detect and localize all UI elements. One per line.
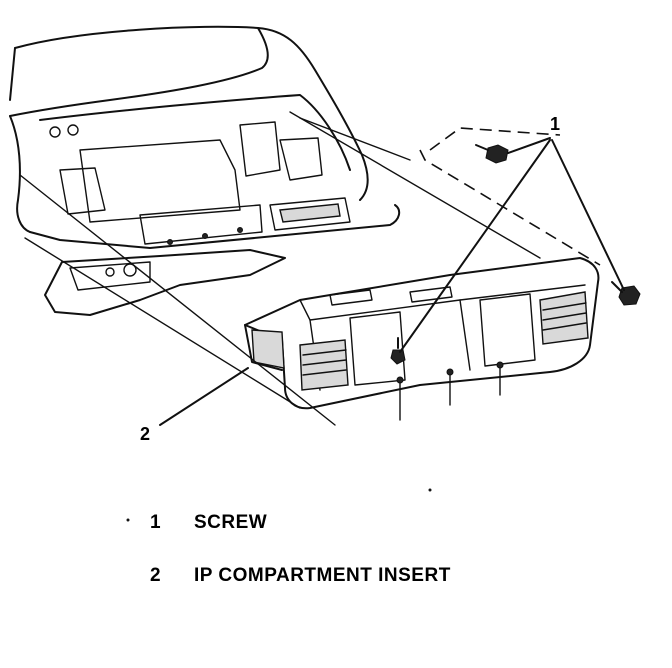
legend-label: IP COMPARTMENT INSERT [194,565,451,586]
callout-2-leader [159,367,249,426]
assembly-guide-lines [19,111,601,426]
ip-compartment-insert [244,257,600,421]
legend-item-ip-compartment-insert: 2 IP COMPARTMENT INSERT [150,565,451,587]
lower-console [44,249,286,316]
instrument-panel [9,25,401,249]
callout-1-leaders [399,137,625,353]
callout-2-label: 2 [140,424,151,444]
callout-1-label: 1 [550,114,561,134]
screw-center [390,337,406,365]
legend-number: 2 [150,565,162,586]
legend-item-screw: 1 SCREW [150,512,267,534]
screw-top [475,144,509,164]
screw-right [611,281,641,306]
legend-label: SCREW [194,512,268,533]
legend-number: 1 [150,512,162,533]
